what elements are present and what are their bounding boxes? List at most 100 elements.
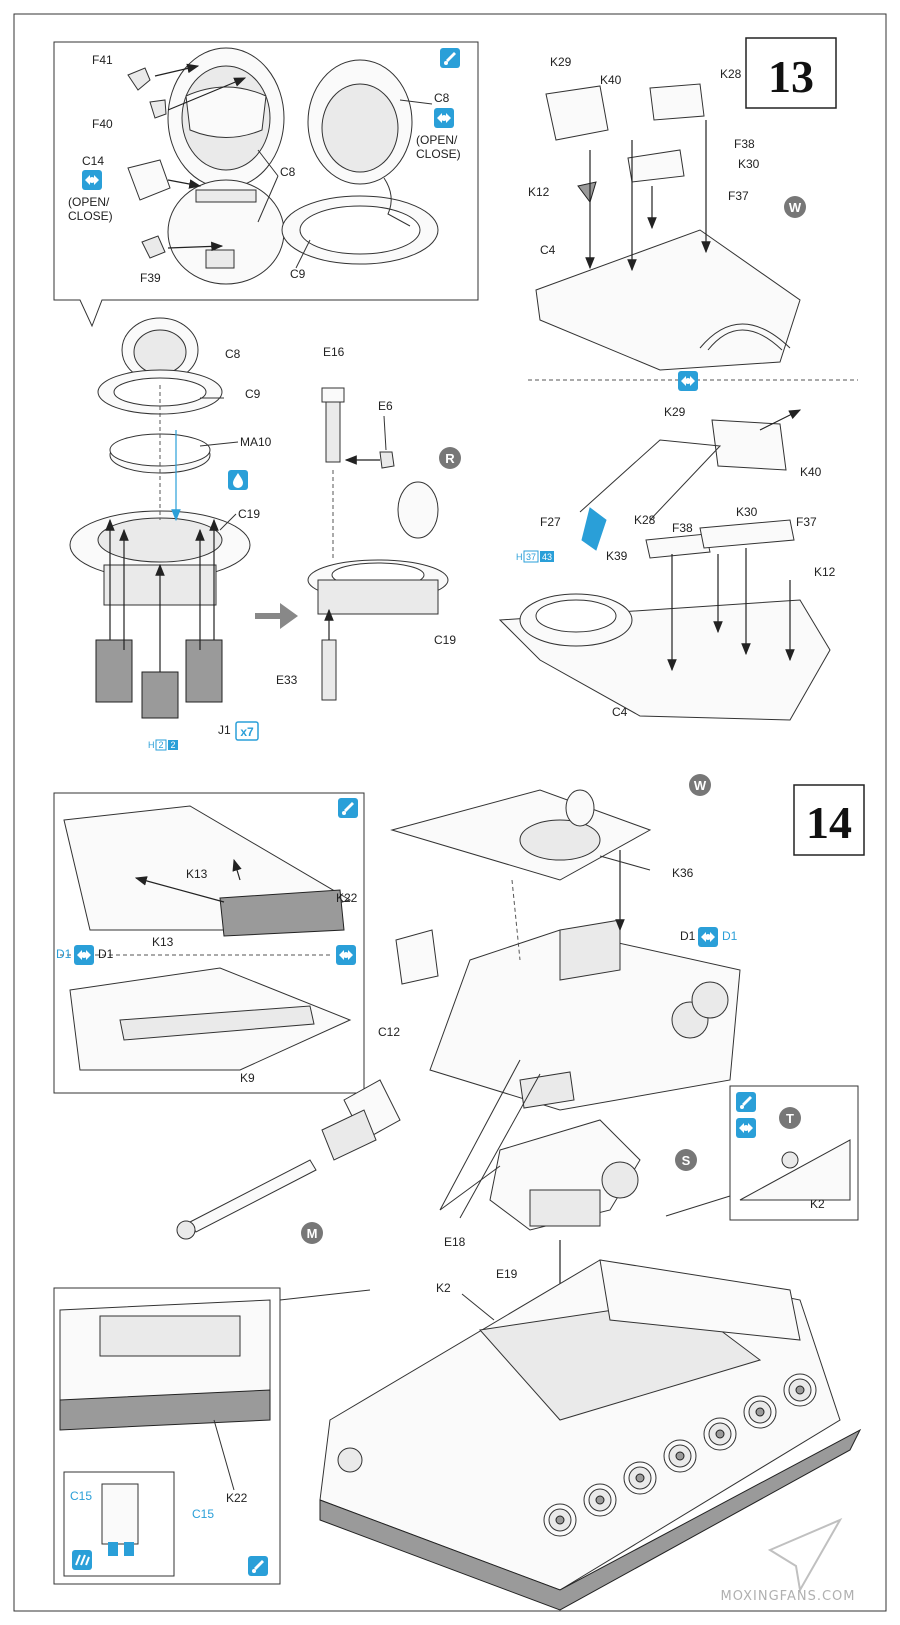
engine-deck-upper: W K29 K40 K28 F38 K30 F37 K12 C4 [528, 55, 806, 371]
armor-plate-right [185, 639, 223, 703]
part-k30-open [699, 519, 795, 549]
step-13-number: 13 [768, 51, 814, 102]
part-k30 [627, 149, 685, 183]
label-e18: E18 [444, 1235, 466, 1249]
subassembly-badge-w: W [689, 774, 711, 796]
count-badge [235, 721, 259, 741]
label-f38: F38 [672, 521, 693, 535]
step-14-number: 14 [806, 797, 852, 848]
svg-text:37: 37 [526, 552, 536, 562]
part-f40 [149, 99, 167, 119]
part-c14 [127, 159, 171, 201]
superstructure-assembly: W K36 D1 D1 C12 [378, 774, 741, 1111]
label-k13: K13 [152, 935, 174, 949]
svg-text:T: T [786, 1111, 794, 1126]
engine-deck-lower: K29 K40 K30 F37 K28 F38 K12 F27 K39 C4 H… [498, 405, 836, 721]
svg-text:W: W [789, 200, 802, 215]
open-close-icon [434, 108, 454, 128]
open-close-icon [698, 927, 718, 947]
page-border [13, 13, 887, 1612]
color-ref-h37: H 37 43 [516, 550, 554, 563]
svg-text:H: H [148, 740, 155, 750]
label-k29: K29 [664, 405, 686, 419]
label-c15-blue: C15 [70, 1489, 92, 1503]
label-f38: F38 [734, 137, 755, 151]
label-k12: K12 [528, 185, 550, 199]
open-close-icon [736, 1118, 756, 1138]
label-k22: K22 [226, 1491, 248, 1505]
note-open: (OPEN/ [416, 133, 458, 147]
flip-icon [71, 1549, 93, 1571]
j1-count: x7 [240, 725, 254, 739]
glue-icon [736, 1092, 756, 1112]
label-f39: F39 [140, 271, 161, 285]
label-c4: C4 [540, 243, 556, 257]
label-c8-right: C8 [434, 91, 450, 105]
svg-text:R: R [445, 451, 455, 466]
label-k36: K36 [672, 866, 694, 880]
label-f37: F37 [728, 189, 749, 203]
svg-text:W: W [694, 778, 707, 793]
label-k29: K29 [550, 55, 572, 69]
open-close-icon [74, 945, 94, 965]
label-c19: C19 [434, 633, 456, 647]
hatch-detail-inset: F41 F40 C14 (OPEN/ CLOSE) F39 C8 C8 (OPE… [53, 41, 479, 328]
armor-plate-center [141, 671, 179, 719]
part-f41 [127, 67, 151, 91]
label-f37: F37 [796, 515, 817, 529]
glue-icon [338, 798, 358, 818]
part-f27 [581, 507, 607, 551]
label-j1: J1 [218, 723, 231, 737]
step-14-box [793, 784, 865, 856]
label-f40: F40 [92, 117, 113, 131]
label-e33: E33 [276, 673, 298, 687]
part-k28 [649, 83, 705, 121]
note-close: CLOSE) [68, 209, 113, 223]
open-close-icon [82, 170, 102, 190]
note-open: (OPEN/ [68, 195, 110, 209]
label-c19: C19 [238, 507, 260, 521]
label-e6: E6 [378, 399, 393, 413]
subassembly-badge-m: M [301, 1222, 323, 1244]
next-arrow [255, 603, 298, 629]
open-close-icon [336, 945, 356, 965]
label-k30: K30 [736, 505, 758, 519]
label-d1: D1 [680, 929, 696, 943]
watermark-text: MOXINGFANS.COM [721, 1589, 856, 1604]
step-13: 13 [53, 37, 858, 751]
label-c9: C9 [290, 267, 306, 281]
part-k12 [577, 181, 597, 204]
label-d1: D1 [98, 947, 114, 961]
armor-plate-left [95, 639, 133, 703]
svg-text:43: 43 [542, 552, 552, 562]
part-k28-open [645, 533, 711, 559]
svg-text:M: M [307, 1226, 318, 1241]
label-e19: E19 [496, 1267, 518, 1281]
gun-mount-assembly: S E18 E19 [439, 1059, 697, 1402]
label-f27: F27 [540, 515, 561, 529]
label-k22: K22 [336, 891, 358, 905]
label-k12: K12 [814, 565, 836, 579]
label-c15-blue: C15 [192, 1507, 214, 1521]
label-c4: C4 [612, 705, 628, 719]
label-f41: F41 [92, 53, 113, 67]
cupola-assembly: C8 C9 MA10 C19 J1 x7 H 2 2 [69, 317, 272, 751]
label-k28: K28 [720, 67, 742, 81]
open-hatch [397, 481, 439, 539]
svg-text:H: H [516, 552, 523, 562]
label-d1-blue: D1 [56, 947, 72, 961]
label-k2: K2 [436, 1281, 451, 1295]
deck-c4 [535, 229, 801, 371]
svg-text:2: 2 [170, 740, 175, 750]
label-c12: C12 [378, 1025, 400, 1039]
periscope-assembly: R E16 E6 C19 E33 [276, 345, 461, 701]
label-k40: K40 [600, 73, 622, 87]
open-close-icon [678, 371, 698, 391]
paint-icon [228, 470, 248, 490]
step-14: 14 K13 K22 K13 D1 D1 K9 [53, 774, 865, 1611]
subassembly-badge-w: W [784, 196, 806, 218]
label-ma10: MA10 [240, 435, 272, 449]
label-c8-left: C8 [280, 165, 296, 179]
svg-text:2: 2 [158, 740, 163, 750]
